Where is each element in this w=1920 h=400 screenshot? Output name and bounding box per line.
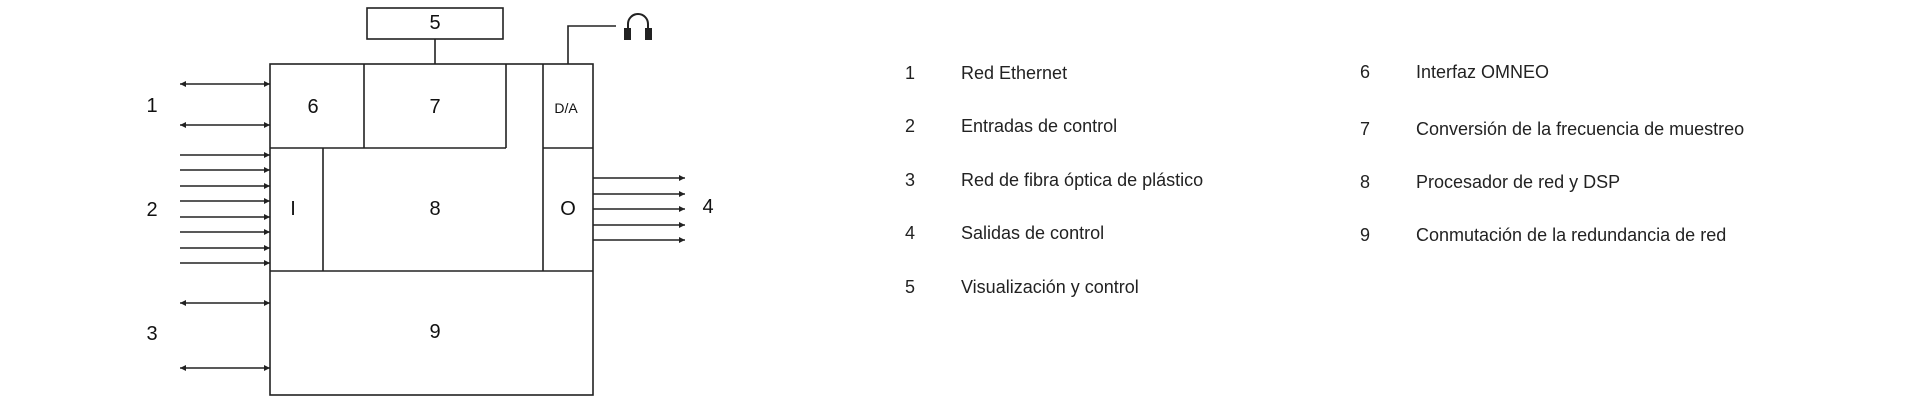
legend-text: Entradas de control (961, 116, 1118, 136)
legend-number: 5 (905, 277, 916, 297)
legend-text: Red de fibra óptica de plástico (961, 170, 1204, 190)
block-9-label: 9 (429, 321, 440, 343)
legend-number: 7 (1360, 119, 1371, 139)
legend-text: Red Ethernet (961, 63, 1068, 83)
legend-number: 1 (905, 63, 916, 83)
headphones-icon (624, 13, 652, 40)
side-label-1: 1 (146, 95, 157, 117)
block-6-label: 6 (307, 96, 318, 118)
legend-number: 3 (905, 170, 916, 190)
block-7-label: 7 (429, 96, 440, 118)
legend-number: 6 (1360, 62, 1371, 82)
block-i-label: I (290, 198, 296, 220)
block-8-label: 8 (429, 198, 440, 220)
legend-text: Salidas de control (961, 223, 1105, 243)
side-label-2: 2 (146, 199, 157, 221)
legend-number: 8 (1360, 172, 1371, 192)
legend-text: Visualización y control (961, 277, 1139, 297)
legend-text: Procesador de red y DSP (1416, 172, 1621, 192)
side-label-3: 3 (146, 323, 157, 345)
main-unit (269, 63, 594, 396)
block-o-label: O (560, 198, 576, 220)
block-5-label: 5 (429, 12, 440, 34)
legend-number: 9 (1360, 225, 1371, 245)
block-diagram: 5 6 7 I 8 O 9 D/A 1 2 3 4 (146, 7, 714, 396)
legend-number: 2 (905, 116, 916, 136)
legend-text: Interfaz OMNEO (1416, 62, 1550, 82)
block-da-label: D/A (554, 100, 578, 116)
legend-number: 4 (905, 223, 916, 243)
legend-text: Conversión de la frecuencia de muestreo (1416, 119, 1745, 139)
side-label-4: 4 (702, 196, 713, 218)
legend-text: Conmutación de la redundancia de red (1416, 225, 1727, 245)
